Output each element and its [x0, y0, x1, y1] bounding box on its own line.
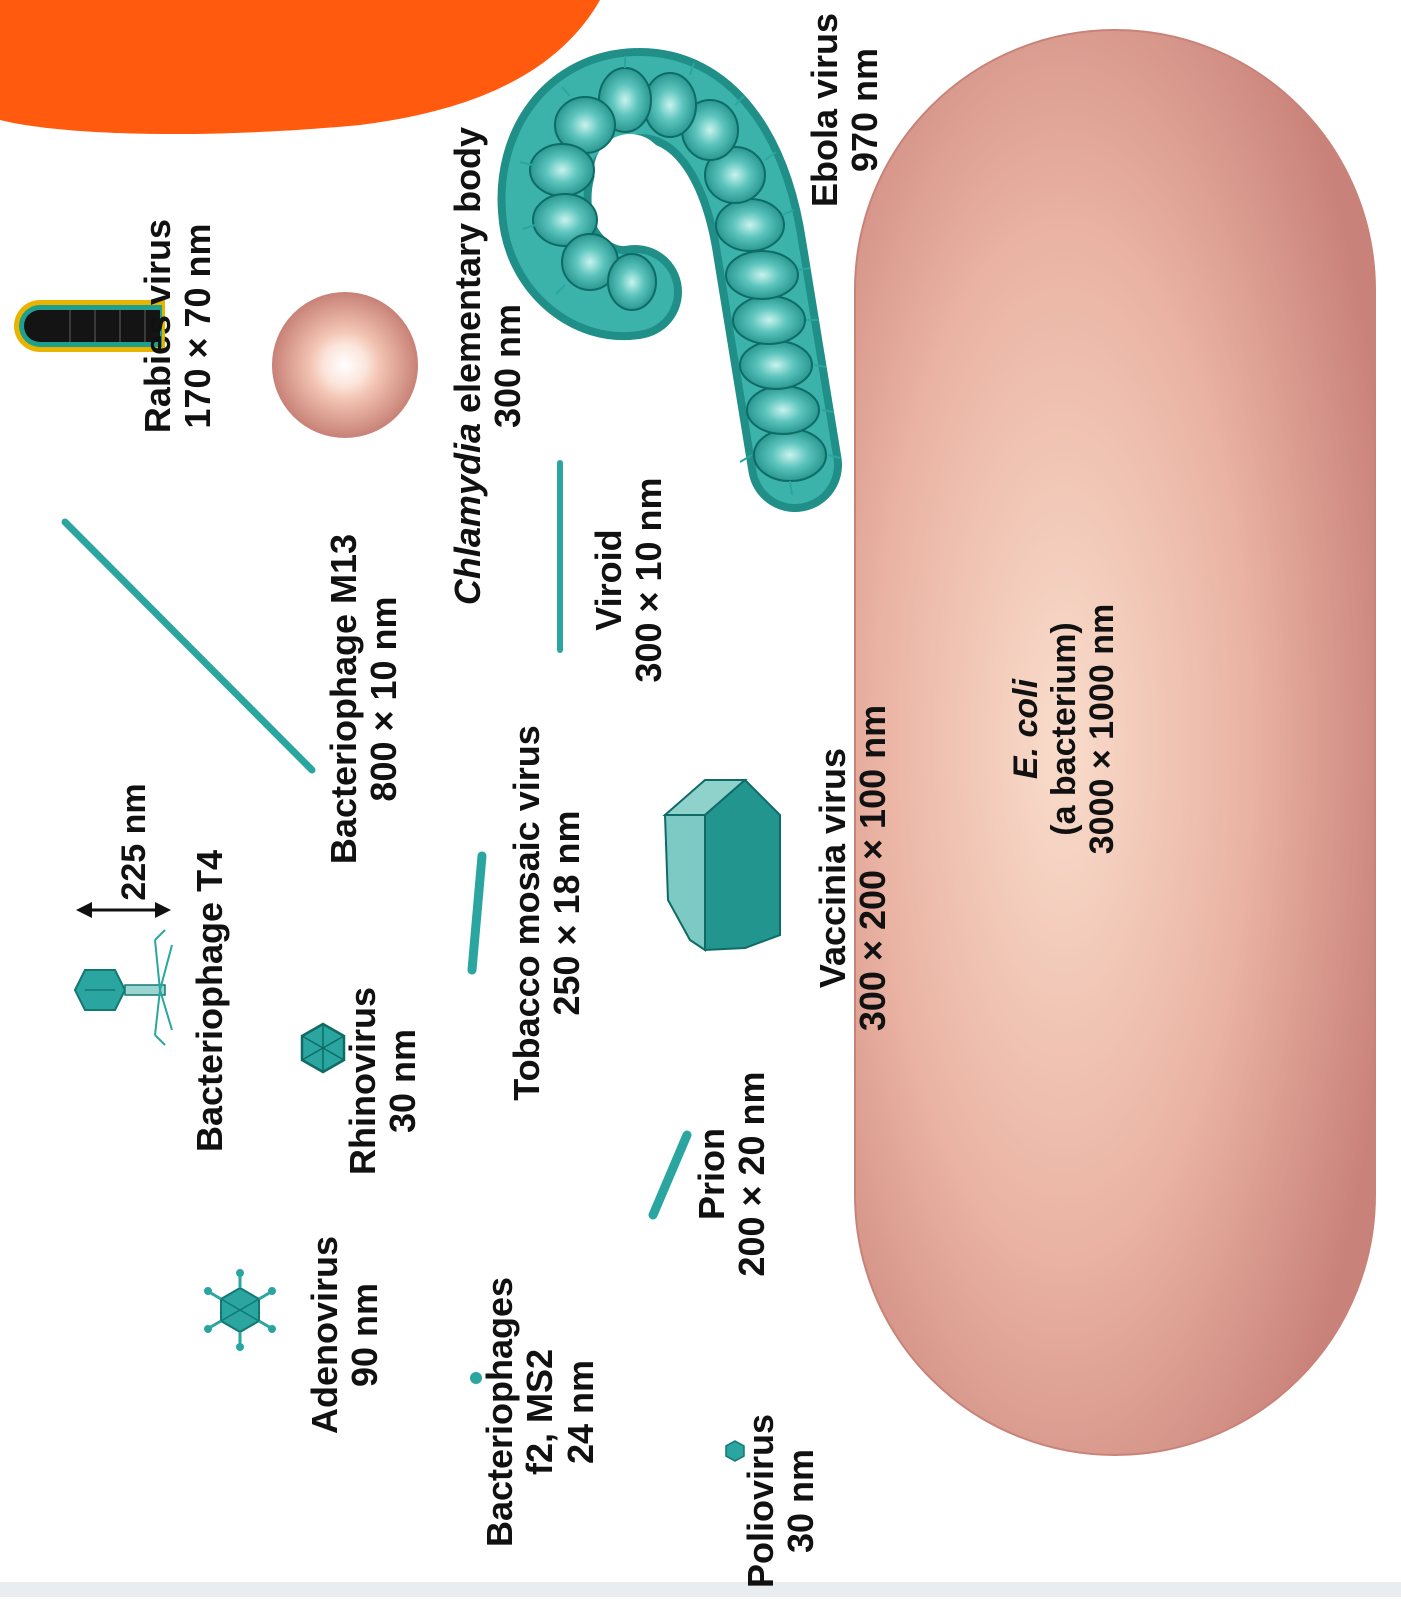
label-rabies-size: 170 × 70 nm — [178, 206, 218, 446]
bacteriophage-m13-icon — [65, 522, 312, 770]
rhinovirus-icon — [302, 1024, 344, 1072]
label-rhinovirus-name: Rhinovirus — [343, 981, 383, 1181]
label-tmv-name: Tobacco mosaic virus — [507, 723, 547, 1103]
label-vaccinia-name: Vaccinia virus — [813, 658, 853, 1078]
label-chlamydia: Chlamydia elementary body 300 nm — [448, 106, 530, 626]
label-adenovirus-size: 90 nm — [345, 1215, 385, 1455]
label-m13-name: Bacteriophage M13 — [324, 524, 364, 874]
label-ecoli-kind: (a bacterium) — [1045, 559, 1083, 899]
label-rabies-name: Rabies virus — [138, 206, 178, 446]
label-adenovirus-name: Adenovirus — [305, 1215, 345, 1455]
tobacco-mosaic-virus-icon — [472, 856, 482, 970]
bacteriophage-t4-icon — [75, 930, 172, 1045]
label-chlamydia-size: 300 nm — [488, 106, 528, 626]
label-vaccinia-virus: Vaccinia virus 300 × 200 × 100 nm — [813, 658, 895, 1078]
label-poliovirus: Poliovirus 30 nm — [741, 1391, 823, 1611]
label-e-coli: E. coli (a bacterium) 3000 × 1000 nm — [1007, 559, 1127, 899]
vaccinia-virus-icon — [665, 780, 780, 950]
label-m13-size: 800 × 10 nm — [364, 524, 404, 874]
label-ebola-name: Ebola virus — [805, 0, 845, 220]
label-rhinovirus-size: 30 nm — [383, 981, 423, 1181]
ebola-virus-icon — [520, 56, 840, 495]
label-poliovirus-name: Poliovirus — [741, 1391, 781, 1611]
label-ecoli-name: E. coli — [1007, 559, 1045, 899]
adenovirus-icon — [204, 1269, 276, 1351]
bottom-strip — [0, 1582, 1401, 1597]
label-f2-size: 24 nm — [561, 1267, 601, 1557]
label-f2-name: Bacteriophages — [480, 1267, 520, 1557]
prion-icon — [653, 1135, 687, 1215]
label-tobacco-mosaic-virus: Tobacco mosaic virus 250 × 18 nm — [507, 723, 589, 1103]
label-bacteriophage-t4: Bacteriophage T4 — [190, 852, 234, 1152]
label-tmv-size: 250 × 18 nm — [547, 723, 587, 1103]
label-f2-subname: f2, MS2 — [520, 1267, 560, 1557]
label-viroid-size: 300 × 10 nm — [629, 460, 669, 700]
chlamydia-icon — [273, 293, 417, 437]
label-prion-name: Prion — [692, 1054, 732, 1294]
label-bacteriophage-m13: Bacteriophage M13 800 × 10 nm — [324, 524, 406, 874]
label-poliovirus-size: 30 nm — [781, 1391, 821, 1611]
label-ecoli-size: 3000 × 1000 nm — [1083, 559, 1121, 899]
label-viroid-name: Viroid — [589, 460, 629, 700]
label-chlamydia-genus: Chlamydia — [447, 423, 488, 605]
label-rabies-virus: Rabies virus 170 × 70 nm — [138, 206, 220, 446]
label-prion-size: 200 × 20 nm — [732, 1054, 772, 1294]
label-ebola-virus: Ebola virus 970 nm — [805, 0, 887, 220]
label-prion: Prion 200 × 20 nm — [692, 1054, 774, 1294]
label-t4-scale: 225 nm — [115, 777, 155, 907]
label-vaccinia-size: 300 × 200 × 100 nm — [853, 658, 893, 1078]
label-ebola-size: 970 nm — [845, 0, 885, 220]
label-viroid: Viroid 300 × 10 nm — [589, 460, 671, 700]
label-bacteriophage-t4-name: Bacteriophage T4 — [190, 852, 230, 1152]
label-adenovirus: Adenovirus 90 nm — [305, 1215, 385, 1455]
label-chlamydia-name: elementary body — [447, 127, 488, 423]
label-rhinovirus: Rhinovirus 30 nm — [343, 981, 425, 1181]
label-t4-scale-value: 225 nm — [115, 777, 153, 907]
label-bacteriophages-f2-ms2: Bacteriophages f2, MS2 24 nm — [480, 1267, 604, 1557]
